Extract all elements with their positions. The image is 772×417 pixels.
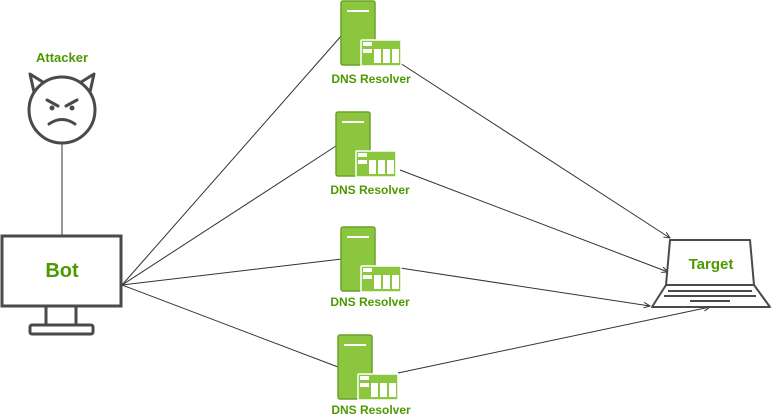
dns-resolver-node: DNS Resolver	[331, 334, 411, 417]
edge-bot-resolver-4	[121, 284, 339, 368]
server-icon	[340, 0, 402, 67]
attacker-label: Attacker	[36, 50, 88, 65]
server-icon	[340, 226, 402, 293]
attacker-node: Attacker	[27, 50, 97, 145]
edges	[61, 34, 710, 374]
dns-resolver-node: DNS Resolver	[330, 226, 410, 309]
edge-resolver-2-target	[399, 169, 668, 272]
dns-resolver-node: DNS Resolver	[331, 0, 411, 86]
dns-resolver-label: DNS Resolver	[330, 183, 410, 197]
edge-resolver-4-target	[397, 307, 710, 374]
laptop-icon	[651, 239, 771, 308]
dns-resolver-label: DNS Resolver	[331, 403, 411, 417]
dns-resolver-node: DNS Resolver	[330, 111, 410, 197]
dns-resolver-label: DNS Resolver	[331, 72, 411, 86]
edge-bot-resolver-2	[121, 145, 337, 286]
angry-devil-face-icon	[27, 72, 97, 145]
dns-resolver-label: DNS Resolver	[330, 295, 410, 309]
server-icon	[337, 334, 399, 401]
bot-label: Bot	[45, 260, 79, 282]
edge-bot-resolver-1	[121, 34, 343, 286]
target-node: Target	[651, 239, 771, 308]
target-label: Target	[689, 256, 734, 273]
computer-monitor-icon	[0, 234, 123, 336]
edge-resolver-1-target	[399, 62, 670, 238]
edge-bot-resolver-3	[121, 258, 343, 286]
edge-resolver-3-target	[399, 267, 650, 306]
bot-node: Bot	[0, 234, 123, 336]
server-icon	[335, 111, 397, 178]
